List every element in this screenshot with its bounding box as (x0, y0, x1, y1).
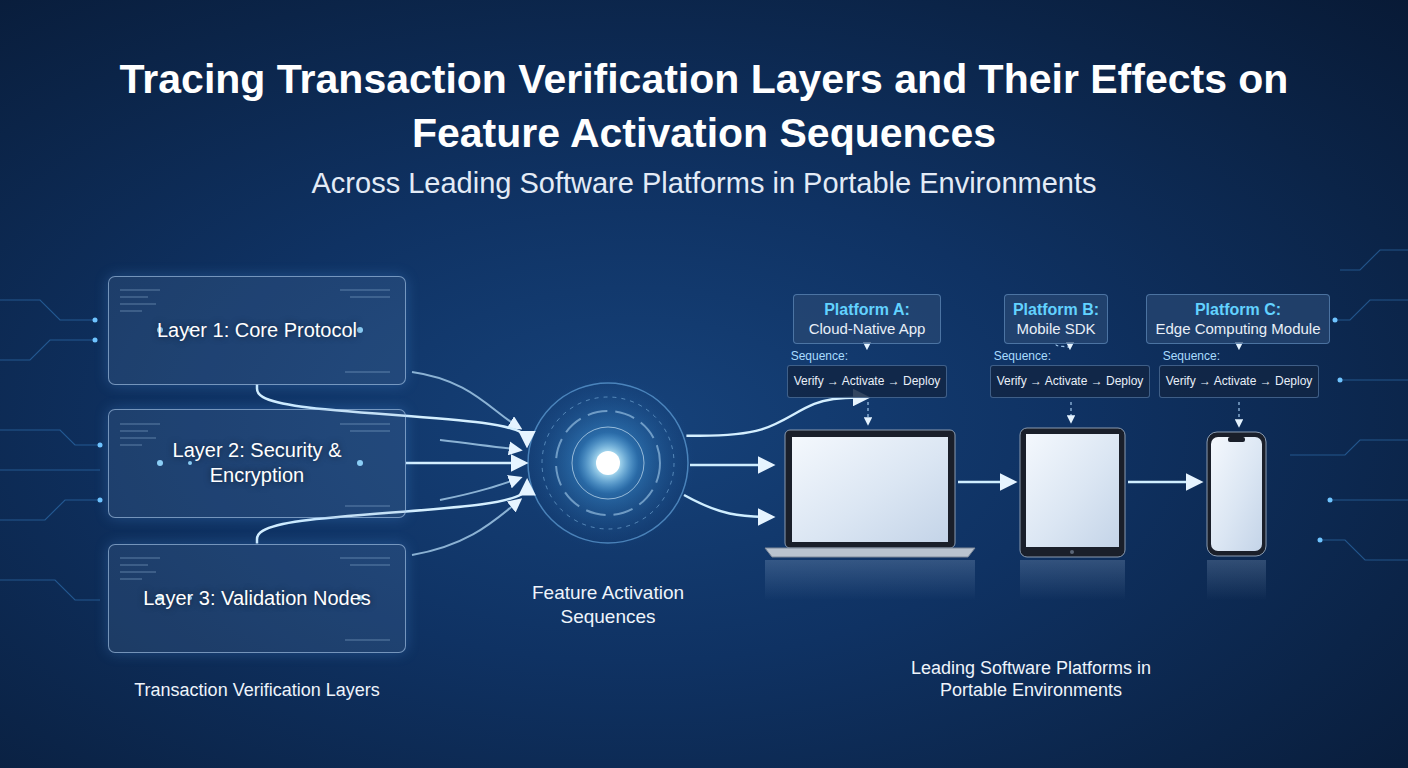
sequence-box: Sequence: Verify → Activate → Deploy (787, 349, 948, 398)
device-flow-arrows (958, 481, 1200, 484)
flow-connector (866, 344, 867, 348)
hub-label: Feature Activation Sequences (528, 581, 688, 629)
platform-heading: Platform A: (824, 300, 910, 320)
platform-name: Cloud-Native App (809, 320, 926, 339)
sequence-box: Sequence: Verify → Activate → Deploy (990, 349, 1151, 398)
diagram-title: Tracing Transaction Verification Layers … (94, 52, 1314, 160)
platform-heading: Platform C: (1195, 300, 1281, 320)
layer-label: Layer 3: Validation Nodes (143, 586, 371, 611)
flow-connector (1056, 344, 1070, 348)
sequence-frame: Verify → Activate → Deploy (787, 365, 948, 398)
platform-box: Platform C:Edge Computing Module (1146, 294, 1329, 345)
flow-connector (686, 398, 867, 436)
sequence-heading: Sequence: (791, 349, 848, 364)
layer-panel: Layer 3: Validation Nodes (108, 544, 406, 653)
subtitle: Across Leading Software Platforms in Por… (104, 165, 1304, 201)
sequence-steps: Verify → Activate → Deploy (794, 374, 941, 389)
sequence-steps: Verify → Activate → Deploy (997, 374, 1144, 389)
platform-name: Edge Computing Module (1155, 320, 1320, 339)
hub-output-arrows (684, 465, 772, 517)
deploy-dashed-leaders (868, 402, 1239, 426)
platform-heading: Platform B: (1013, 300, 1099, 320)
hub-symbol (520, 375, 696, 551)
layer-label: Layer 2: Security & Encryption (142, 438, 372, 488)
laptop-illustration (765, 430, 975, 600)
platform-box: Platform A:Cloud-Native App (793, 294, 941, 345)
sequence-frame: Verify → Activate → Deploy (1159, 365, 1320, 398)
sequence-heading: Sequence: (994, 349, 1051, 364)
section-label: Leading Software Platforms in Portable E… (881, 657, 1181, 702)
platform-name: Mobile SDK (1016, 320, 1095, 339)
sequence-steps: Verify → Activate → Deploy (1166, 374, 1313, 389)
layer-panel: Layer 1: Core Protocol (108, 276, 406, 385)
hub-shape (528, 383, 688, 543)
sequence-box: Sequence: Verify → Activate → Deploy (1159, 349, 1320, 398)
layer-label: Layer 1: Core Protocol (157, 318, 357, 343)
flow-connector (406, 462, 525, 465)
flow-connector (1238, 344, 1239, 348)
sequence-heading: Sequence: (1163, 349, 1220, 364)
hub-circle: Feature Activation Sequences (503, 383, 713, 629)
layer-panel: Layer 2: Security & Encryption (108, 409, 406, 518)
platform-box: Platform B:Mobile SDK (1004, 294, 1108, 345)
sequence-frame: Verify → Activate → Deploy (990, 365, 1151, 398)
phone-illustration (1207, 432, 1266, 600)
tablet-illustration (1020, 428, 1125, 600)
section-label: Transaction Verification Layers (77, 679, 437, 702)
